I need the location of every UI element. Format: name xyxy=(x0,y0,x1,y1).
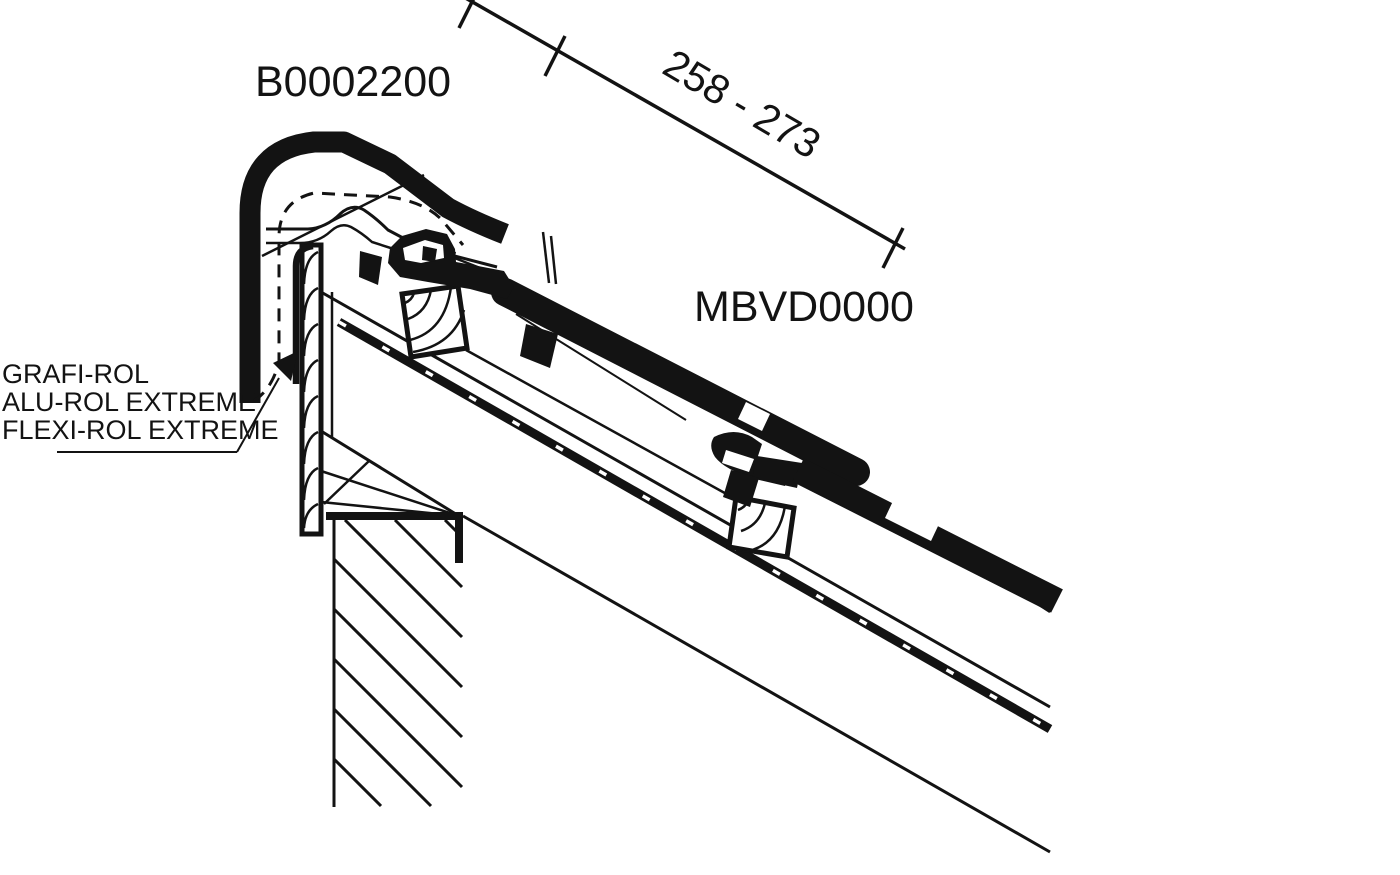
roll-underlay xyxy=(253,191,465,403)
fascia-board xyxy=(299,242,324,537)
tile1-head-tab xyxy=(422,246,437,262)
roll-products-leader xyxy=(57,351,298,453)
capping-clip-wire-2 xyxy=(549,235,558,285)
label-capping-code: B0002200 xyxy=(255,58,451,106)
batten-1-grain xyxy=(404,286,466,354)
roof-tiles xyxy=(388,229,1063,613)
label-roll-products: GRAFI-ROL ALU-ROL EXTREME FLEXI-ROL EXTR… xyxy=(2,359,279,445)
batten-1 xyxy=(399,283,470,360)
leader-arrowhead xyxy=(273,351,298,381)
dimension-tick-2 xyxy=(543,35,567,77)
battens xyxy=(399,283,797,560)
capping-clip-wire-1 xyxy=(541,231,551,284)
roof-structure-lines xyxy=(261,173,1053,854)
fascia-grain-hatching xyxy=(302,250,319,529)
tile1-nib xyxy=(520,324,558,368)
tile1-interlock-cut-top xyxy=(738,402,770,431)
label-roll-product-3: FLEXI-ROL EXTREME xyxy=(2,415,279,445)
label-roll-product-1: GRAFI-ROL xyxy=(2,359,149,389)
birdsmouth-line xyxy=(323,460,370,505)
label-tile-code: MBVD0000 xyxy=(694,283,914,331)
verge-clip-fragment xyxy=(359,251,382,285)
tile2-interlock-cut xyxy=(885,501,939,541)
dimension-tick-1 xyxy=(457,0,475,29)
rafter-foot-line-2 xyxy=(320,469,460,518)
tile2-head-gap xyxy=(722,450,754,472)
tile1-pan xyxy=(491,278,870,486)
roll-over-fascia xyxy=(292,242,314,384)
rafter-underside-line xyxy=(462,514,1051,854)
label-roll-product-2: ALU-ROL EXTREME xyxy=(2,387,256,417)
rafter-foot-line-1 xyxy=(320,429,460,518)
boarding-line xyxy=(320,290,1051,709)
verge-tile-top-line xyxy=(266,205,498,269)
verge-capping xyxy=(239,131,509,403)
leader-line xyxy=(236,377,280,453)
membrane-line xyxy=(336,318,1053,733)
tile2-nib xyxy=(723,470,759,507)
dimension-tick-3 xyxy=(881,227,905,269)
verge-tile-bottom-line xyxy=(266,223,453,261)
fascia-outline xyxy=(299,242,324,537)
roll-hidden-dashed xyxy=(253,191,465,403)
capping-profile xyxy=(239,131,509,403)
wall-hatching xyxy=(332,518,464,808)
dimension-line xyxy=(465,0,906,251)
batten-seat-line xyxy=(465,348,742,504)
dimension: 258 - 273 xyxy=(457,0,906,269)
tile2-bridge xyxy=(752,456,802,488)
dimension-value: 258 - 273 xyxy=(656,40,829,167)
gable-wall xyxy=(326,512,464,808)
batten-2 xyxy=(726,494,797,560)
